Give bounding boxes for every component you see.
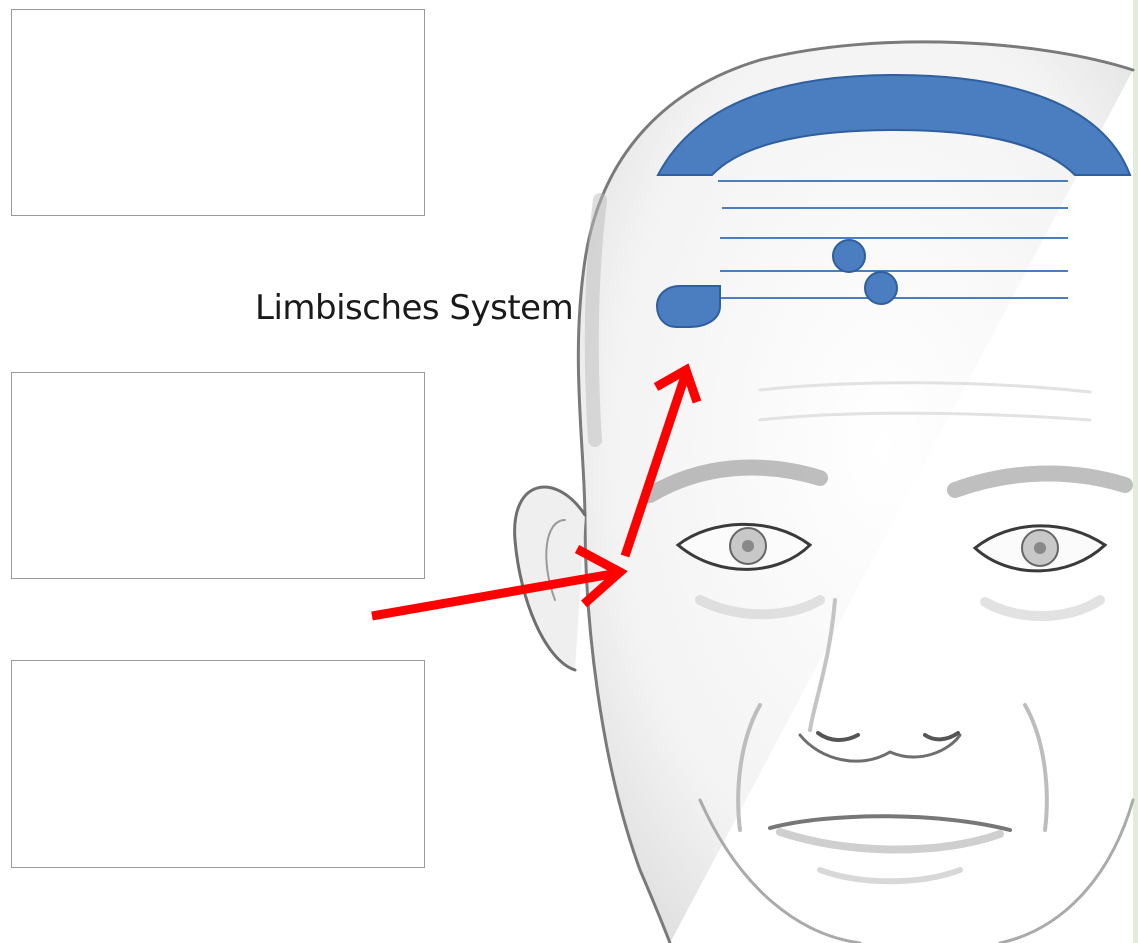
- answer-box-top[interactable]: [11, 9, 425, 216]
- answer-box-middle[interactable]: [11, 372, 425, 579]
- answer-box-bottom[interactable]: [11, 660, 425, 868]
- limbic-system-label: Limbisches System: [255, 288, 573, 328]
